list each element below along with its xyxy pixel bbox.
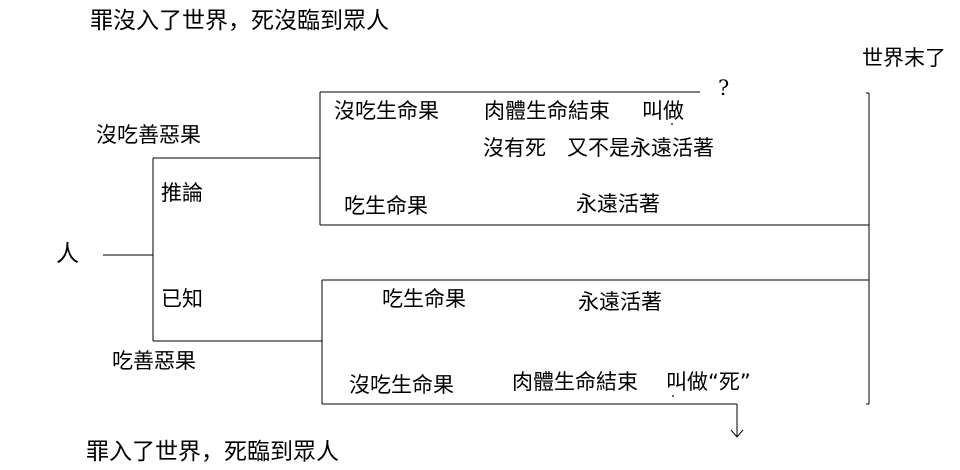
- lower-row1-left: 吃生命果: [382, 287, 466, 311]
- down-arrow-head: [730, 429, 744, 438]
- upper-row2-left: 吃生命果: [344, 194, 428, 218]
- dot-mark: [672, 395, 674, 397]
- lower-row2-right-a: 肉體生命結束: [512, 370, 638, 394]
- upper-row2-right: 永遠活著: [576, 192, 660, 216]
- lower-path-label: 已知: [161, 287, 203, 311]
- question-mark: ?: [718, 76, 730, 100]
- world-end-label: 世界末了: [862, 46, 946, 70]
- upper-row1-right-c: 沒有死: [483, 136, 546, 160]
- upper-fruit-label: 沒吃善惡果: [96, 123, 201, 147]
- top-caption: 罪沒入了世界，死沒臨到眾人: [90, 8, 389, 34]
- upper-row1-left: 沒吃生命果: [334, 99, 439, 123]
- lower-row1-right: 永遠活著: [578, 290, 662, 314]
- lower-row2-left: 沒吃生命果: [349, 373, 454, 397]
- dot-mark: [671, 123, 673, 125]
- lower-fruit-label: 吃善惡果: [112, 349, 196, 373]
- person-label: 人: [56, 241, 79, 267]
- bottom-caption: 罪入了世界，死臨到眾人: [86, 439, 339, 465]
- lower-row2-right-b: 叫做“死”: [666, 370, 751, 394]
- upper-row1-right-a: 肉體生命結束: [484, 99, 610, 123]
- upper-path-label: 推論: [161, 181, 203, 205]
- upper-row1-right-b: 叫做: [642, 99, 684, 123]
- upper-row1-right-d: 又不是永遠活著: [567, 136, 714, 160]
